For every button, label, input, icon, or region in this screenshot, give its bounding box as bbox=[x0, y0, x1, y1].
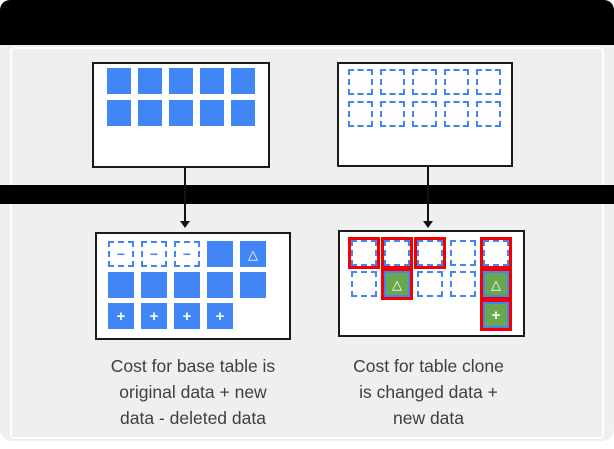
data-block bbox=[200, 100, 224, 126]
data-block bbox=[107, 68, 131, 94]
data-block bbox=[231, 68, 255, 94]
base-table-original-box bbox=[92, 62, 270, 168]
caption-line: Cost for base table is bbox=[110, 356, 276, 376]
data-block bbox=[138, 100, 162, 126]
top-black-bar bbox=[0, 0, 614, 45]
caption-line: original data + new bbox=[119, 382, 267, 402]
caption-line: Cost for table clone bbox=[353, 356, 504, 376]
empty-data-slot bbox=[412, 69, 437, 95]
empty-data-slot bbox=[417, 271, 443, 297]
clone-new-data-block: + bbox=[480, 299, 512, 331]
data-block bbox=[169, 100, 193, 126]
deleted-data-block: − bbox=[141, 241, 167, 267]
empty-data-slot bbox=[450, 271, 476, 297]
clone-changed-data-block: △ bbox=[480, 268, 512, 300]
clone-table-changed-grid: △△+ bbox=[340, 232, 523, 331]
data-block bbox=[141, 272, 167, 298]
base-table-changed-box: −−−△++++ bbox=[95, 232, 291, 340]
data-block bbox=[231, 100, 255, 126]
clone-changed-data-block: △ bbox=[381, 268, 413, 300]
empty-data-slot bbox=[380, 101, 405, 127]
empty-data-slot bbox=[348, 101, 373, 127]
caption-line: is changed data + bbox=[359, 382, 498, 402]
empty-data-slot bbox=[476, 101, 501, 127]
clone-table-reference-box bbox=[337, 62, 513, 167]
new-data-block: + bbox=[207, 303, 233, 329]
new-data-block: + bbox=[174, 303, 200, 329]
empty-data-slot bbox=[351, 271, 377, 297]
arrowhead-icon bbox=[423, 221, 433, 228]
deleted-data-block: − bbox=[174, 241, 200, 267]
down-arrow-left bbox=[180, 168, 190, 228]
arrowhead-icon bbox=[180, 221, 190, 228]
data-block bbox=[207, 241, 233, 267]
changed-data-block: △ bbox=[240, 241, 266, 267]
base-table-original-grid bbox=[94, 64, 268, 126]
middle-black-bar bbox=[0, 185, 614, 204]
data-block bbox=[174, 272, 200, 298]
empty-data-slot bbox=[444, 69, 469, 95]
base-table-changed-grid: −−−△++++ bbox=[97, 234, 289, 329]
empty-data-slot bbox=[412, 101, 437, 127]
clone-table-cost-caption: Cost for table clone is changed data + n… bbox=[326, 353, 531, 431]
base-table-cost-caption: Cost for base table is original data + n… bbox=[83, 353, 303, 431]
deleted-data-block: − bbox=[108, 241, 134, 267]
empty-data-slot bbox=[476, 69, 501, 95]
slide-outline bbox=[10, 47, 604, 439]
data-block bbox=[200, 68, 224, 94]
data-block bbox=[108, 272, 134, 298]
clone-table-reference-grid bbox=[339, 64, 511, 127]
empty-data-slot bbox=[380, 69, 405, 95]
empty-data-slot bbox=[444, 101, 469, 127]
data-block bbox=[207, 272, 233, 298]
data-block bbox=[138, 68, 162, 94]
empty-data-slot bbox=[450, 240, 476, 266]
referenced-data-block bbox=[381, 237, 413, 269]
referenced-data-block bbox=[414, 237, 446, 269]
caption-line: new data bbox=[392, 408, 465, 428]
new-data-block: + bbox=[108, 303, 134, 329]
caption-line: data - deleted data bbox=[120, 408, 266, 428]
referenced-data-block bbox=[480, 237, 512, 269]
data-block bbox=[107, 100, 131, 126]
data-block bbox=[169, 68, 193, 94]
down-arrow-right bbox=[423, 167, 433, 228]
empty-data-slot bbox=[348, 69, 373, 95]
data-block bbox=[240, 272, 266, 298]
clone-table-changed-box: △△+ bbox=[338, 230, 525, 337]
new-data-block: + bbox=[141, 303, 167, 329]
referenced-data-block bbox=[348, 237, 380, 269]
